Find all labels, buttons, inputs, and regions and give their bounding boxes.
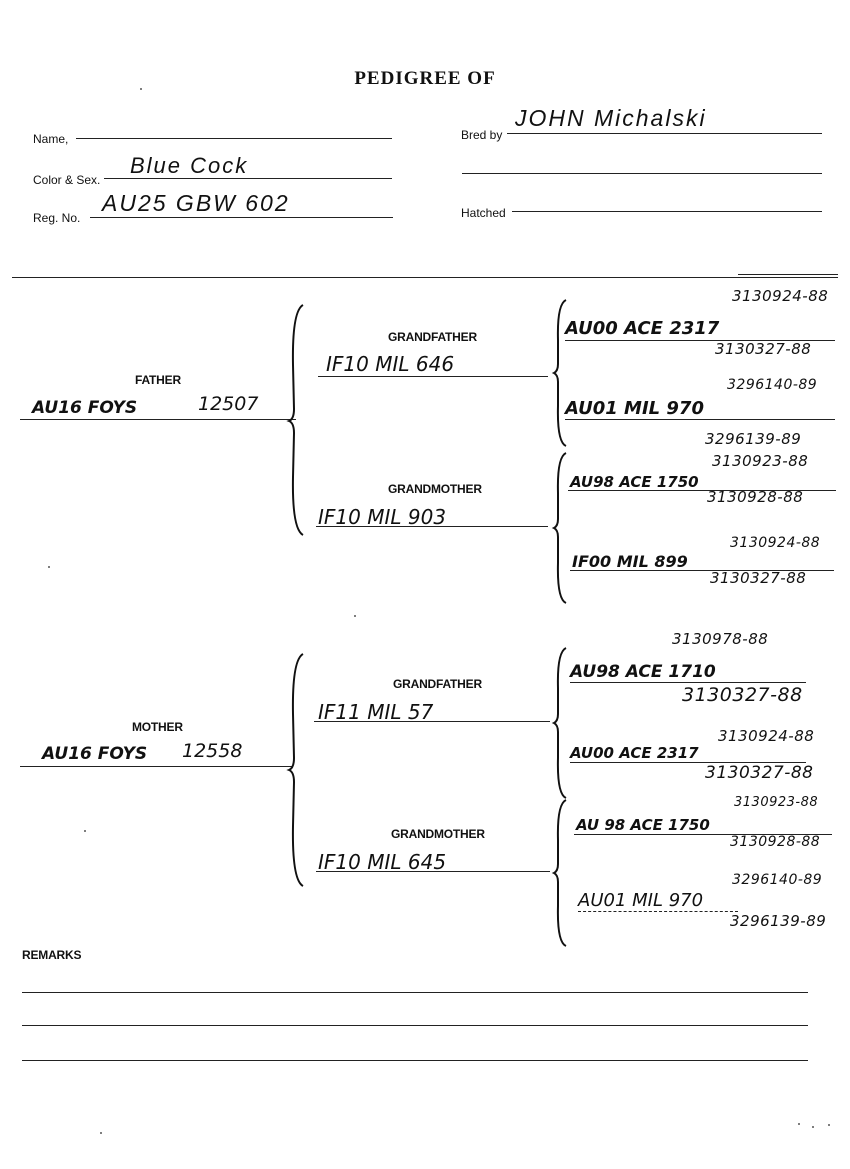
ggp-7-band[interactable]: AU 98 ACE 1750 [576, 816, 710, 834]
mother-number[interactable]: 12558 [182, 740, 243, 762]
ggp-6-line [570, 762, 806, 763]
remarks-line-3[interactable] [22, 1060, 808, 1061]
scan-speck [100, 1132, 102, 1134]
ggp-2-line [565, 419, 835, 420]
scan-speck [828, 1124, 830, 1126]
ggp-4-band[interactable]: IF00 MIL 899 [572, 552, 688, 571]
ggp-7-number-below: 3130928-88 [730, 834, 821, 850]
ggp-2-band[interactable]: AU01 MIL 970 [565, 398, 704, 419]
ggp-8-band[interactable]: AU01 MIL 970 [578, 890, 704, 911]
ggp-3-number-below: 3130928-88 [707, 488, 804, 506]
maternal-grandmother-band[interactable]: IF10 MIL 645 [318, 850, 447, 874]
maternal-grandmother-line [316, 871, 550, 872]
scan-speck [84, 830, 86, 832]
bred-by-line [507, 133, 822, 134]
paternal-grandfather-label: GRANDFATHER [388, 330, 477, 344]
ggp-1-number-above: 3130924-88 [732, 287, 829, 305]
father-band[interactable]: AU16 FOYS [32, 398, 138, 418]
header-divider [12, 277, 838, 278]
ggp-2-number-above: 3296140-89 [727, 377, 818, 393]
scan-speck [798, 1123, 800, 1125]
ggp-1-band[interactable]: AU00 ACE 2317 [565, 318, 720, 339]
maternal-grandfather-label: GRANDFATHER [393, 677, 482, 691]
ggp-8-line [578, 911, 738, 912]
ggp-6-band[interactable]: AU00 ACE 2317 [570, 744, 699, 762]
ggp-7-number-above: 3130923-88 [734, 795, 819, 810]
father-label: FATHER [135, 373, 181, 387]
remarks-line-1[interactable] [22, 992, 808, 993]
ggp-7-line [574, 834, 832, 835]
reg-no-line [90, 217, 393, 218]
paternal-grandfather-brace [551, 299, 567, 447]
color-sex-line [104, 178, 392, 179]
maternal-grandfather-band[interactable]: IF11 MIL 57 [318, 700, 434, 724]
ggp-8-number-below: 3296139-89 [730, 912, 827, 930]
mother-brace [286, 653, 304, 887]
reg-no-label: Reg. No. [33, 211, 81, 225]
scan-speck [48, 566, 50, 568]
ggp-4-number-below: 3130327-88 [710, 569, 807, 587]
ggp-3-line [568, 490, 836, 491]
ggp-5-number-below: 3130327-88 [682, 684, 803, 706]
ggp-4-line [570, 570, 834, 571]
mother-label: MOTHER [132, 720, 183, 734]
reg-no-value[interactable]: AU25 GBW 602 [102, 190, 290, 216]
father-brace [286, 304, 304, 536]
bred-by-label: Bred by [461, 128, 503, 142]
bred-by-extra-line [462, 173, 822, 174]
scan-speck [812, 1126, 814, 1128]
ggp-8-number-above: 3296140-89 [732, 872, 823, 888]
page-title: PEDIGREE OF [354, 68, 496, 89]
ggp-3-band[interactable]: AU98 ACE 1750 [570, 473, 699, 491]
bred-by-value[interactable]: JOHN Michalski [515, 105, 707, 131]
paternal-grandmother-label: GRANDMOTHER [388, 482, 482, 496]
ggp-5-band[interactable]: AU98 ACE 1710 [570, 662, 716, 682]
name-label: Name, [33, 132, 69, 146]
ggp-1-number-below: 3130327-88 [715, 340, 812, 358]
mother-line [20, 766, 292, 767]
scan-speck [140, 88, 142, 90]
father-line [20, 419, 296, 420]
ggp-6-number-above: 3130924-88 [718, 727, 815, 745]
maternal-grandfather-line [314, 721, 550, 722]
maternal-grandmother-brace [551, 799, 567, 947]
paternal-grandmother-band[interactable]: IF10 MIL 903 [318, 505, 447, 529]
maternal-grandmother-label: GRANDMOTHER [391, 827, 485, 841]
ggp-1-top-rule [738, 274, 838, 275]
paternal-grandfather-line [318, 376, 548, 377]
name-line [76, 138, 392, 139]
ggp-5-line [570, 682, 806, 683]
ggp-1-line [565, 340, 835, 341]
ggp-6-number-below: 3130327-88 [705, 763, 814, 783]
hatched-label: Hatched [461, 206, 506, 220]
mother-band[interactable]: AU16 FOYS [42, 744, 148, 764]
color-sex-value[interactable]: Blue Cock [130, 153, 249, 178]
paternal-grandmother-line [316, 526, 548, 527]
ggp-3-number-above: 3130923-88 [712, 452, 809, 470]
color-sex-label: Color & Sex. [33, 173, 101, 187]
remarks-label: REMARKS [22, 948, 82, 962]
father-number[interactable]: 12507 [198, 393, 259, 415]
paternal-grandfather-band[interactable]: IF10 MIL 646 [326, 352, 455, 376]
remarks-line-2[interactable] [22, 1025, 808, 1026]
ggp-4-number-above: 3130924-88 [730, 535, 821, 551]
maternal-grandfather-brace [551, 647, 567, 799]
paternal-grandmother-brace [551, 452, 567, 604]
hatched-line [512, 211, 822, 212]
ggp-2-number-below: 3296139-89 [705, 430, 802, 448]
scan-speck [354, 615, 356, 617]
ggp-5-number-above: 3130978-88 [672, 630, 769, 648]
